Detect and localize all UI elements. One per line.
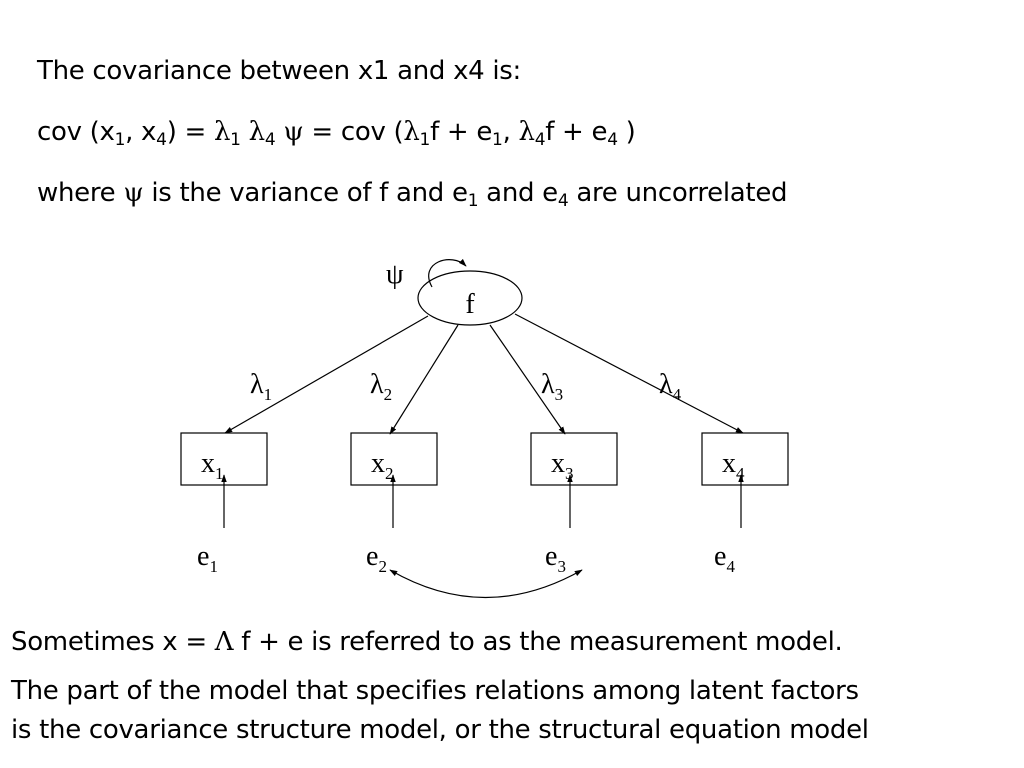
eq-sub: 1 — [492, 130, 503, 150]
eq-text: = cov ( — [303, 117, 404, 147]
header-line-1: The covariance between x1 and x4 is: — [37, 56, 521, 86]
eq-text: where — [37, 178, 124, 208]
eq-sub: 4 — [156, 130, 167, 150]
loading-arrow-1 — [224, 315, 429, 434]
error-covariance-arrow — [389, 569, 583, 598]
eq-text: ) — [617, 117, 636, 147]
error-label-3: e3 — [545, 541, 566, 576]
eq-sub: 4 — [557, 191, 569, 211]
lambda-symbol: λ — [240, 117, 266, 147]
lambda-symbol: λ — [403, 117, 420, 147]
observed-label-4: x4 — [722, 448, 745, 483]
footer-line-1: Sometimes x = Λ f + e is referred to as … — [11, 627, 843, 657]
error-label-4: e4 — [714, 541, 735, 576]
psi-symbol: ψ — [123, 178, 144, 208]
loading-label-1: λ1 — [250, 369, 272, 404]
eq-text: Sometimes x = — [11, 627, 215, 657]
loading-arrow-2 — [389, 324, 459, 435]
eq-sub: 1 — [419, 130, 431, 150]
factor-node — [417, 270, 523, 326]
eq-text: , — [502, 117, 519, 147]
footer-line-2: The part of the model that specifies rel… — [11, 676, 859, 706]
eq-text: are uncorrelated — [568, 178, 788, 208]
observed-box-3 — [530, 432, 618, 486]
footer-line-3: is the covariance structure model, or th… — [11, 715, 869, 745]
header-line-1-text: The covariance between x1 and x4 is: — [37, 56, 522, 86]
footer-line-2-text: The part of the model that specifies rel… — [11, 676, 859, 706]
lambda-symbol: λ — [213, 117, 231, 147]
factor-label: f — [465, 289, 475, 320]
eq-sub: 4 — [534, 130, 546, 150]
eq-text: ) = — [166, 117, 214, 147]
loading-arrow-4 — [514, 313, 744, 434]
error-label-1: e1 — [197, 541, 218, 576]
lambda-symbol: λ — [518, 117, 535, 147]
loading-label-2: λ2 — [370, 369, 392, 404]
error-label-2: e2 — [366, 541, 387, 576]
loading-label-3: λ3 — [541, 369, 563, 404]
eq-sub: 4 — [264, 130, 276, 150]
observed-label-3: x3 — [551, 448, 574, 483]
psi-symbol: ψ — [275, 117, 304, 147]
observed-box-2 — [350, 432, 438, 486]
footer-line-3-text: is the covariance structure model, or th… — [11, 715, 869, 745]
observed-box-4 — [701, 432, 789, 486]
eq-text: f + e — [545, 117, 608, 147]
eq-text: and e — [478, 178, 558, 208]
header-line-3: where ψ is the variance of f and e1 and … — [37, 178, 788, 211]
capital-lambda-symbol: Λ — [214, 627, 234, 657]
covariance-equation: cov (x1, x4) = λ1 λ4 ψ = cov (λ1f + e1, … — [37, 117, 636, 150]
observed-label-1: x1 — [201, 448, 224, 483]
psi-label: ψ — [386, 259, 404, 290]
eq-sub: 1 — [230, 130, 241, 150]
loading-label-4: λ4 — [659, 369, 682, 404]
observed-label-2: x2 — [371, 448, 394, 483]
loading-arrow-3 — [489, 324, 566, 435]
eq-text: cov (x — [37, 117, 115, 147]
eq-text: is the variance of f and e — [143, 178, 468, 208]
eq-sub: 1 — [467, 191, 479, 211]
eq-text: , x — [125, 117, 157, 147]
eq-text: f + e is referred to as the measurement … — [233, 627, 843, 657]
eq-sub: 4 — [607, 130, 618, 150]
eq-text: f + e — [430, 117, 493, 147]
eq-sub: 1 — [114, 130, 126, 150]
variance-arrow — [428, 258, 467, 288]
